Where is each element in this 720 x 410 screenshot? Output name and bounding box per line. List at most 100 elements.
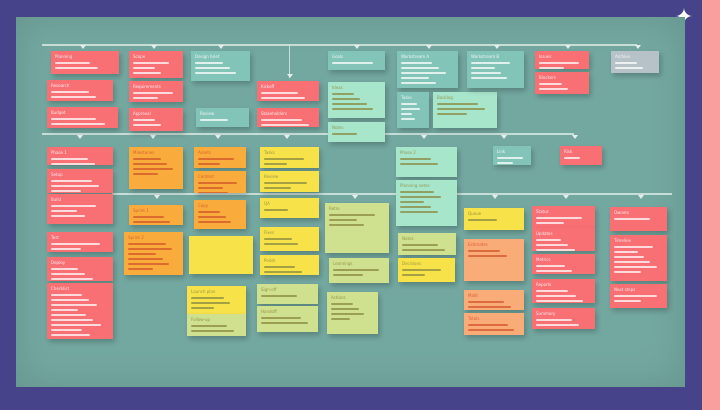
note-text-line [55,62,90,64]
sticky-note[interactable]: Math [464,290,524,310]
sticky-note[interactable]: Ideas [328,82,385,118]
sticky-note[interactable]: Decisions [398,258,455,282]
sticky-note[interactable]: Phase 1 [47,147,113,165]
sticky-note[interactable]: Notes [328,122,385,142]
note-text-line [264,271,302,273]
sticky-note[interactable]: Planning [51,51,119,74]
sticky-note[interactable]: Backlog [433,92,497,128]
sticky-note[interactable]: Copy [194,200,246,229]
note-text-line [614,246,654,248]
sticky-note[interactable]: Next steps [610,284,667,308]
note-text-line [437,103,478,105]
note-title: Setup [51,172,63,177]
note-text-line [401,108,420,110]
sticky-note[interactable]: Timeline [610,235,667,281]
note-text-line [400,196,442,198]
note-text-line [539,67,565,69]
sticky-note[interactable]: Risk [560,146,602,165]
sticky-note[interactable]: Totals [464,313,524,335]
sticky-note[interactable]: Issues [535,51,589,69]
sticky-note[interactable]: Research [47,80,113,101]
note-title: Math [468,293,479,298]
sticky-note[interactable]: Metrics [532,254,595,274]
sticky-note[interactable]: Sprint 1 [129,205,183,225]
note-text-line [51,334,90,336]
sticky-note[interactable]: Setup [47,169,113,193]
sticky-note[interactable]: Test [47,232,113,252]
note-text-line [51,91,89,93]
note-text-line [536,295,576,297]
sticky-note[interactable]: Requirements [129,81,183,102]
note-text-line [51,215,85,217]
sticky-note[interactable]: Budget [47,107,118,128]
note-text-line [133,97,158,99]
sticky-note[interactable]: Queue [464,208,524,230]
note-text-line [400,211,439,213]
sticky-note[interactable]: Sprint 2 [124,232,183,275]
sticky-note[interactable]: Kickoff [257,81,319,101]
sticky-note[interactable]: Milestones [129,147,183,189]
sticky-note[interactable]: Link [493,146,531,165]
sticky-note[interactable]: Archive [611,51,659,73]
note-text-line [471,67,495,69]
sticky-note[interactable]: Tasks [260,147,319,168]
sticky-note[interactable]: Notes [398,233,456,255]
note-text-line [536,244,568,246]
note-text-line [264,163,288,165]
sticky-note[interactable]: Status [532,206,595,228]
note-text-line [401,113,413,115]
arrow-down-icon [154,195,160,199]
sticky-note[interactable]: Sign-off [257,284,318,304]
note-text-line [402,269,441,271]
sticky-note[interactable]: Owners [610,207,667,231]
sticky-note[interactable]: Design brief [191,51,250,81]
sticky-note[interactable]: Goals [328,51,385,70]
sticky-note[interactable]: Actions [327,292,378,334]
sticky-note[interactable]: Phase 2 [396,147,457,177]
sticky-note[interactable]: Handoff [257,306,318,332]
sticky-note[interactable]: Scope [129,51,183,78]
note-text-line [51,163,96,165]
sticky-note[interactable]: Blockers [535,72,589,94]
sticky-note[interactable]: Updates [532,228,595,251]
sticky-note[interactable]: Build [47,194,113,224]
note-title: Tasks [401,95,412,100]
arrow-down-icon [352,195,358,199]
sticky-note[interactable] [189,236,253,274]
sticky-note[interactable]: QA [260,198,319,218]
sticky-note[interactable]: Polish [260,255,319,275]
note-title: Checklist [51,286,70,291]
sticky-note[interactable]: Follow-up [187,314,246,336]
note-text-line [51,118,97,120]
sticky-note[interactable]: Planning notes [396,180,457,226]
note-title: Test [51,235,59,240]
note-text-line [261,124,310,126]
note-text-line [614,295,657,297]
note-text-line [261,322,308,324]
sticky-note[interactable]: Review [260,171,319,192]
sticky-note[interactable]: Content [194,171,246,193]
sticky-note[interactable]: Tasks [397,92,429,128]
sticky-note[interactable]: Retro [325,203,389,253]
note-text-line [468,306,511,308]
sticky-note[interactable]: Workstream A [397,51,458,88]
sticky-note[interactable]: Assets [194,147,246,168]
note-title: Retro [329,206,340,211]
note-text-line [51,294,82,296]
sticky-note[interactable]: Workstream B [467,51,524,88]
sticky-note[interactable]: Checklist [47,283,113,339]
sticky-note[interactable]: Review [196,108,249,127]
note-text-line [400,158,431,160]
sticky-note[interactable]: Launch plan [187,286,246,314]
sticky-note[interactable]: Stakeholders [257,108,319,127]
sticky-note[interactable]: Reports [532,279,595,303]
sticky-note[interactable]: Approval [129,108,183,131]
note-text-line [536,270,572,272]
arrow-down-icon [284,135,290,139]
sticky-note[interactable]: Summary [532,308,595,329]
sticky-note[interactable]: Estimates [464,239,524,281]
sticky-note[interactable]: Fixes [260,227,319,251]
note-text-line [133,67,155,69]
sticky-note[interactable]: Deploy [47,257,113,281]
sticky-note[interactable]: Learnings [329,258,389,283]
